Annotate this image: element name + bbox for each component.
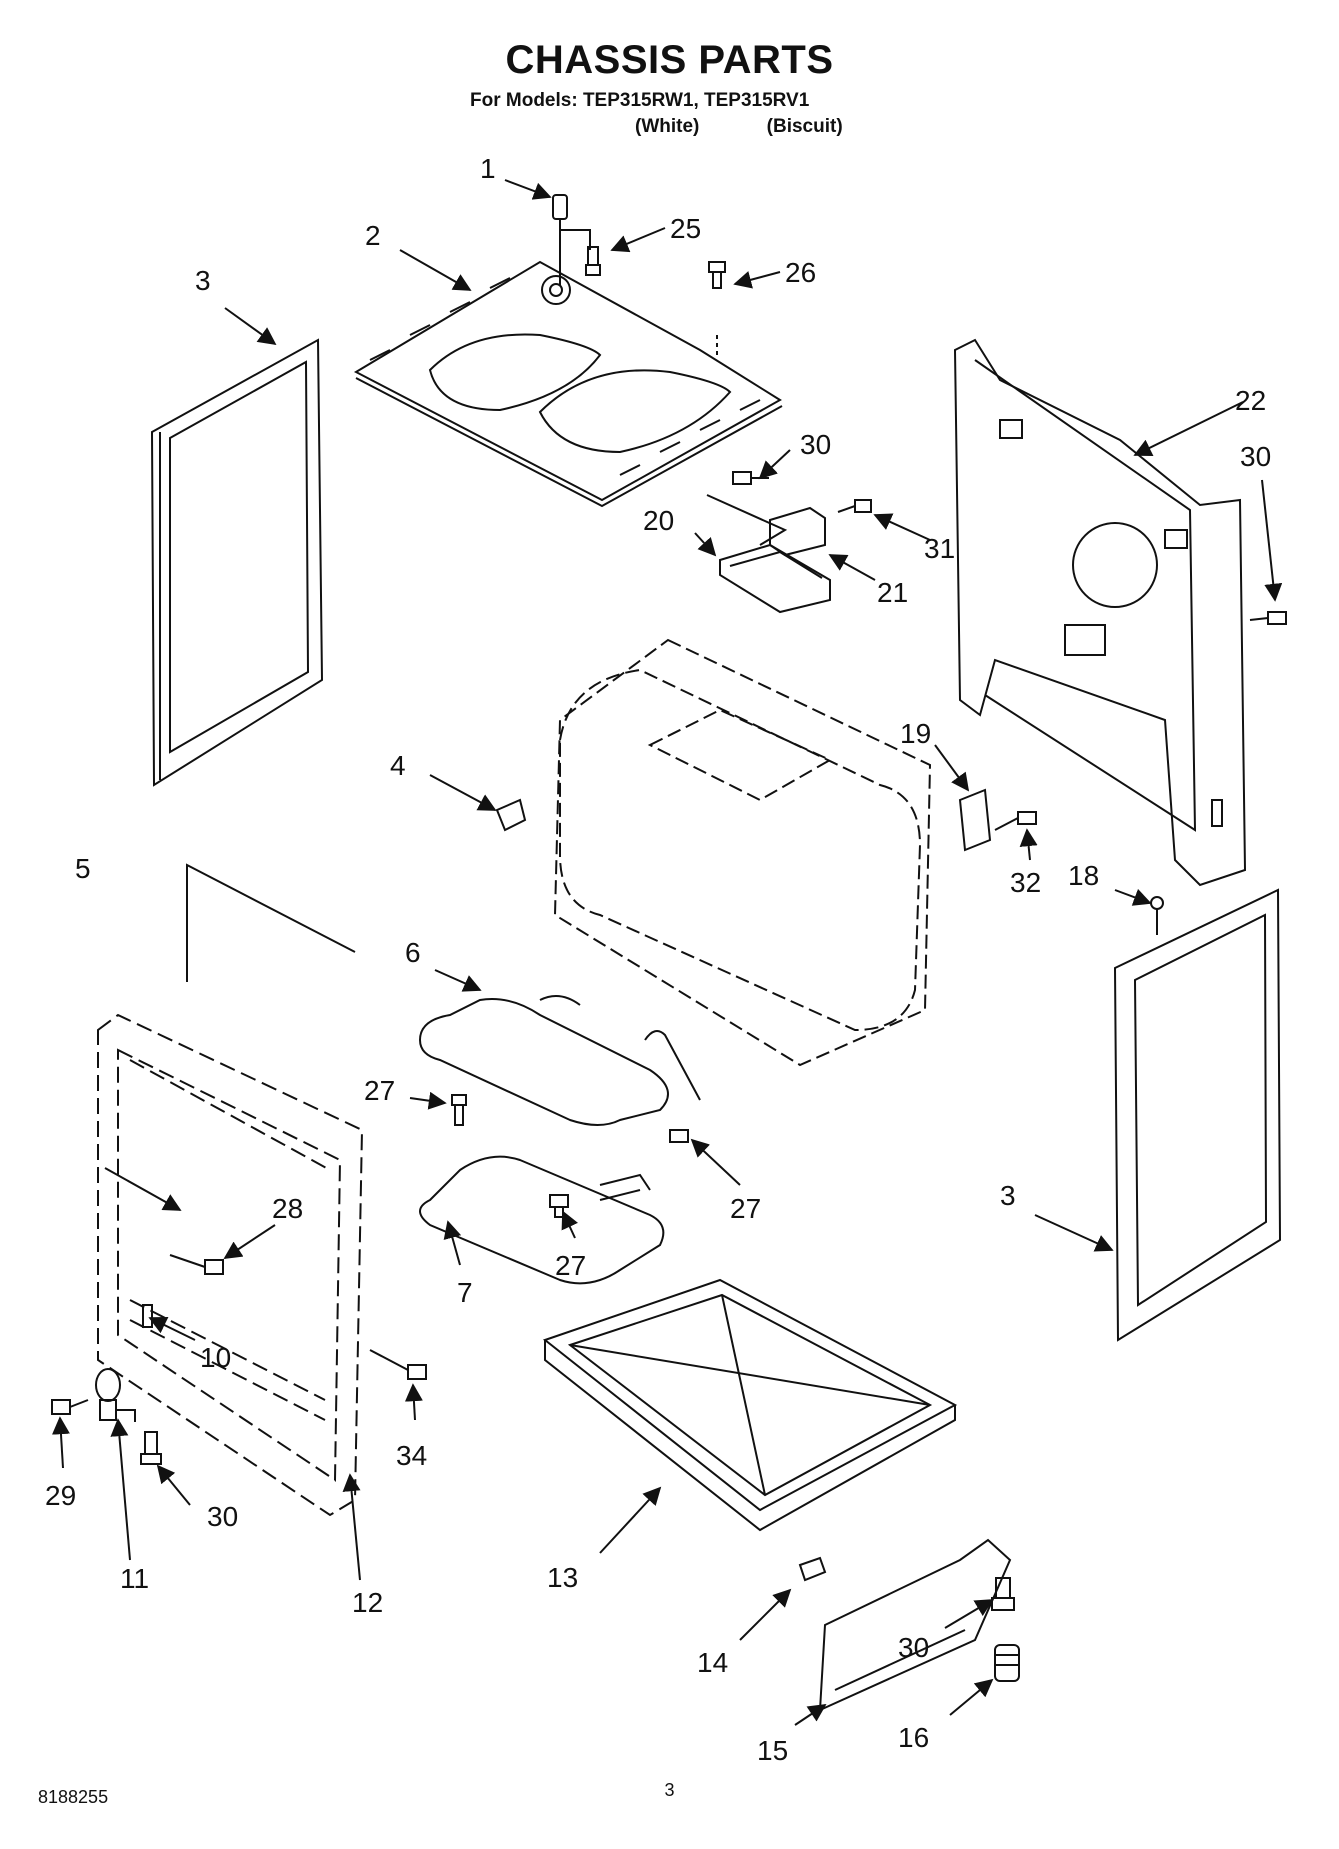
part-19-bracket	[958, 788, 992, 852]
part-21-terminal-block	[769, 506, 826, 557]
part-10-hinge-receptacle	[142, 1304, 153, 1328]
callout-numbers: 1 2 3 25 26 22 30 20 31 21 30 4 19 32 18…	[45, 153, 1271, 1766]
part-30-screw-top	[706, 471, 788, 546]
part-27-screw-c	[549, 1194, 569, 1218]
part-6-broil-element	[418, 995, 701, 1126]
part-15-drawer-rail	[818, 1538, 1012, 1712]
callout-6: 6	[405, 937, 421, 968]
color-variants: (White) (Biscuit)	[635, 116, 843, 138]
callout-31: 31	[924, 533, 955, 564]
part-4-clip	[495, 798, 527, 832]
part-34-screw	[369, 1349, 427, 1380]
callout-1: 1	[480, 153, 496, 184]
part-13-drawer-pan	[542, 1278, 958, 1532]
part-28-screw	[169, 1254, 224, 1275]
part-30-screw-bottom-left	[140, 1431, 162, 1465]
callout-10: 10	[200, 1342, 231, 1373]
part-18-screw	[1150, 896, 1164, 935]
color-white-label: (White)	[635, 116, 700, 137]
callout-28: 28	[272, 1193, 303, 1224]
part-30-screw-right	[1249, 611, 1287, 625]
callout-34: 34	[396, 1440, 427, 1471]
callout-25: 25	[670, 213, 701, 244]
callout-12: 12	[352, 1587, 383, 1618]
callout-21: 21	[877, 577, 908, 608]
callout-7: 7	[457, 1277, 473, 1308]
part-26-screw	[708, 261, 726, 355]
part-25-screw	[585, 246, 601, 276]
part-27-screw-a	[451, 1094, 467, 1126]
callout-32: 32	[1010, 867, 1041, 898]
callout-15: 15	[757, 1735, 788, 1766]
callout-27-b: 27	[730, 1193, 761, 1224]
models-line: For Models: TEP315RW1, TEP315RV1	[470, 90, 810, 111]
callout-5: 5	[75, 853, 91, 884]
callout-30-bottom-left: 30	[207, 1501, 238, 1532]
callout-19: 19	[900, 718, 931, 749]
page-title: CHASSIS PARTS	[505, 38, 834, 82]
part-2-cooktop-panel	[353, 260, 783, 508]
part-29-screw	[51, 1399, 89, 1415]
callout-27-c: 27	[555, 1250, 586, 1281]
part-22-rear-panel	[953, 338, 1247, 887]
callout-4: 4	[390, 750, 406, 781]
part-16-leveling-leg	[994, 1644, 1020, 1682]
part-27-screw-b	[669, 1129, 689, 1143]
callout-27-a: 27	[364, 1075, 395, 1106]
part-31-screw	[837, 499, 872, 513]
part-30-screw-bottom-right	[991, 1577, 1015, 1611]
callout-30-top: 30	[800, 429, 831, 460]
part-5-gasket	[186, 863, 356, 982]
callout-16: 16	[898, 1722, 929, 1753]
callout-29: 29	[45, 1480, 76, 1511]
page-number: 3	[664, 1780, 675, 1800]
callout-3-left: 3	[195, 265, 211, 296]
part-11-door-stop	[95, 1368, 136, 1422]
callout-20: 20	[643, 505, 674, 536]
document-number: 8188255	[38, 1787, 109, 1807]
callout-13: 13	[547, 1562, 578, 1593]
callout-30-right: 30	[1240, 441, 1271, 472]
callout-leaders	[51, 179, 1283, 1726]
part-7-bake-element	[419, 1155, 665, 1285]
oven-cavity-outline	[553, 638, 932, 1067]
callout-2: 2	[365, 220, 381, 251]
part-32-screw	[994, 811, 1037, 831]
part-14-clip	[798, 1556, 827, 1582]
part-3-right-side-panel	[1113, 888, 1282, 1342]
callout-26: 26	[785, 257, 816, 288]
callout-14: 14	[697, 1647, 728, 1678]
callout-3-right: 3	[1000, 1180, 1016, 1211]
callout-30-bottom-right: 30	[898, 1632, 929, 1663]
part-12-oven-door	[97, 1013, 364, 1517]
callout-11: 11	[120, 1563, 149, 1594]
color-biscuit-label: (Biscuit)	[766, 116, 843, 137]
callout-22: 22	[1235, 385, 1266, 416]
part-20-bracket	[719, 543, 831, 614]
part-3-left-side-panel	[150, 338, 324, 787]
callout-18: 18	[1068, 860, 1099, 891]
